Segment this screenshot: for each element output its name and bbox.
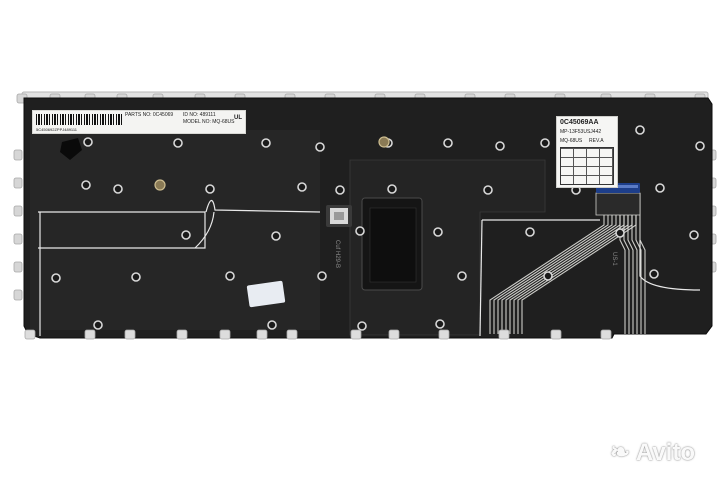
flex-cable (489, 192, 646, 334)
white-border-lines (38, 199, 701, 337)
frame-tab (84, 329, 96, 340)
screw-hole (540, 138, 550, 148)
screw-holes (51, 125, 705, 331)
flex-trace (631, 193, 638, 334)
screw-hole (205, 184, 215, 194)
screw-hole (173, 138, 183, 148)
screw-hole (525, 227, 535, 237)
flex-trace (635, 193, 642, 334)
screw-hole (655, 183, 665, 193)
screw-hole (615, 228, 625, 238)
frame-tab (498, 329, 510, 340)
flex-cable-head (595, 192, 641, 216)
screw-hole (83, 137, 93, 147)
screw-hole (635, 125, 645, 135)
flex-trace (627, 193, 634, 334)
screw-hole (297, 182, 307, 192)
screw-hole (495, 141, 505, 151)
frame-tab (550, 329, 562, 340)
frame-tab (13, 261, 23, 273)
frame-tab (24, 329, 36, 340)
screw-hole (271, 231, 281, 241)
screw-hole (571, 185, 581, 195)
small-white-sticker (246, 280, 286, 308)
frame-tab (13, 233, 23, 245)
frame-bottom (24, 329, 612, 340)
screw-hole (315, 142, 325, 152)
screw-hole (93, 320, 103, 330)
screw-hole (261, 138, 271, 148)
frame-tab (350, 329, 362, 340)
brass-boss (154, 179, 166, 191)
screw-hole (357, 321, 367, 331)
frame-tab (13, 149, 23, 161)
screw-hole (443, 138, 453, 148)
frame-tab (286, 329, 298, 340)
screw-hole (387, 184, 397, 194)
screw-hole (225, 271, 235, 281)
screw-hole (181, 230, 191, 240)
flex-trace (639, 193, 646, 334)
screw-hole (435, 319, 445, 329)
screw-hole (695, 141, 705, 151)
screw-hole (113, 184, 123, 194)
frame-tab (256, 329, 268, 340)
screw-hole (457, 271, 467, 281)
frame-tab (176, 329, 188, 340)
screw-hole (335, 185, 345, 195)
screw-hole (267, 320, 277, 330)
flex-trace (619, 193, 626, 334)
screw-hole (483, 185, 493, 195)
screw-hole (131, 272, 141, 282)
controller-chip (361, 197, 423, 291)
frame-tab (13, 177, 23, 189)
screw-hole (689, 230, 699, 240)
frame-tab (600, 329, 612, 340)
screw-hole (355, 226, 365, 236)
foil-patch (60, 138, 82, 160)
frame-tab (388, 329, 400, 340)
frame-tab (438, 329, 450, 340)
screw-hole (433, 227, 443, 237)
frame-tab (13, 289, 23, 301)
screw-hole (543, 271, 553, 281)
screw-hole (649, 269, 659, 279)
brass-boss (378, 136, 390, 148)
frame-tab (124, 329, 136, 340)
frame-tab (13, 205, 23, 217)
screw-hole (317, 271, 327, 281)
frame-tab (219, 329, 231, 340)
trackpoint-connector (326, 205, 352, 227)
screw-hole (81, 180, 91, 190)
screw-hole (51, 273, 61, 283)
flex-trace (623, 193, 630, 334)
